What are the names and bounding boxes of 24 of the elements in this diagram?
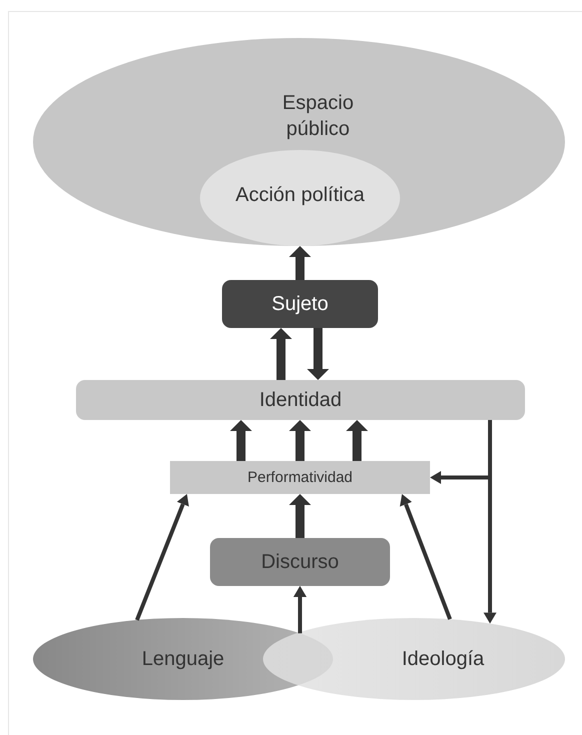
- node-label: Espacio público: [281, 91, 355, 142]
- node-label: Ideología: [402, 647, 484, 672]
- arrow: [346, 420, 368, 461]
- ellipse-node: [33, 38, 565, 246]
- arrow: [307, 328, 329, 380]
- arrow: [135, 494, 189, 621]
- ellipse-node: [263, 618, 565, 700]
- arrow: [289, 246, 311, 280]
- arrow: [400, 494, 452, 620]
- band-box: [76, 380, 525, 420]
- ellipse-node: [200, 150, 400, 246]
- arrow: [230, 420, 252, 461]
- arrow: [289, 420, 311, 461]
- arrow: [270, 328, 292, 380]
- node-label: Lenguaje: [142, 647, 224, 672]
- node-label: Discurso: [261, 550, 339, 575]
- process-box: [210, 538, 390, 586]
- process-box: [222, 280, 378, 328]
- node-label: Acción política: [236, 183, 364, 208]
- node-label: Identidad: [259, 388, 342, 413]
- band-box: [170, 461, 430, 494]
- arrow: [289, 494, 311, 538]
- node-label: Performatividad: [247, 468, 353, 488]
- node-label: Sujeto: [272, 292, 328, 317]
